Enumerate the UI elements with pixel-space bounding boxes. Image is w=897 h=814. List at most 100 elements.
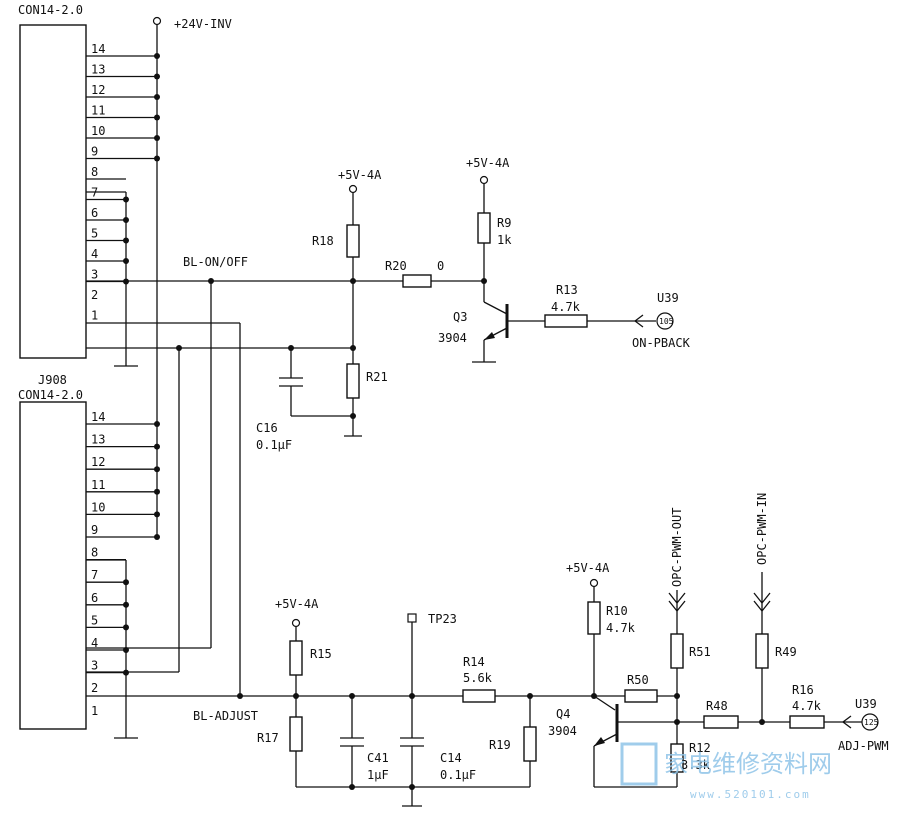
r14-body <box>462 689 496 703</box>
r13-value: 4.7k <box>551 300 581 314</box>
connector-bottom-pin-label: 1 <box>91 704 98 718</box>
r21-body <box>346 363 360 399</box>
connector-top-pin-label: 12 <box>91 83 105 97</box>
connector-top-pin-label: 6 <box>91 206 98 220</box>
r9-value: 1k <box>497 233 512 247</box>
q4-label: Q4 <box>556 707 570 721</box>
connector-bottom-pin-label: 10 <box>91 500 105 514</box>
connector-bottom-pin-label: 7 <box>91 568 98 582</box>
bl-adjust-net: BL-ADJUST <box>86 693 463 723</box>
q4-group: +5V-4A R10 4.7k Q4 3904 <box>548 561 677 788</box>
q3-value: 3904 <box>438 331 467 345</box>
r10-label: R10 <box>606 604 628 618</box>
connector-top-pin-label: 4 <box>91 247 98 261</box>
c41-value: 1μF <box>367 768 389 782</box>
r21-label: R21 <box>366 370 388 384</box>
connector-top-pin-label: 1 <box>91 309 98 323</box>
watermark: 家电维修资料网 www.520101.com <box>620 742 832 801</box>
r19-label: R19 <box>489 738 511 752</box>
u39-b-pin: 125 <box>864 718 879 727</box>
r50-group: R50 <box>594 673 680 703</box>
u39-a-pin: 105 <box>659 317 674 326</box>
q3-group: +5V-4A R9 1k Q3 3904 R13 4.7k 105 U39 ON… <box>438 156 691 363</box>
r48-group: R48 <box>677 699 790 729</box>
r16-body <box>789 715 825 729</box>
connector-bottom-pin-label: 9 <box>91 523 98 537</box>
gnd-bus-bottom <box>86 559 138 739</box>
c16-value: 0.1μF <box>256 438 292 452</box>
connector-bottom-pin-label: 5 <box>91 613 98 627</box>
r12-label: R12 <box>689 741 711 755</box>
u39-b-label: U39 <box>855 697 877 711</box>
connector-top-pin-label: 8 <box>91 165 98 179</box>
connector-top-pin-label: 10 <box>91 124 105 138</box>
connector-top-pin-label: 11 <box>91 104 105 118</box>
r10-value: 4.7k <box>606 621 636 635</box>
c14-group: TP23 C14 0.1μF <box>400 612 476 807</box>
r20-value: 0 <box>437 259 444 273</box>
r20-group: R20 0 <box>385 259 484 288</box>
pin-routing <box>86 322 355 696</box>
r13-body <box>544 314 588 328</box>
r49-opc-in-group: OPC-PWM-IN R49 <box>753 493 797 722</box>
v5-label-b: +5V-4A <box>466 156 510 170</box>
r10-body <box>587 601 601 635</box>
bl-onoff-label: BL-ON/OFF <box>183 255 248 269</box>
connector-top-name: CON14-2.0 <box>18 3 83 17</box>
r48-label: R48 <box>706 699 728 713</box>
r50-label: R50 <box>627 673 649 687</box>
c16-label: C16 <box>256 421 278 435</box>
r51-body <box>670 633 684 669</box>
watermark-text: 家电维修资料网 <box>664 750 832 778</box>
v24-label: +24V-INV <box>174 17 232 31</box>
r16-label: R16 <box>792 683 814 697</box>
r17-body <box>289 716 303 752</box>
gnd-bus-top <box>86 191 138 367</box>
connector-bottom-pin-label: 12 <box>91 455 105 469</box>
connector-bottom-pin-label: 13 <box>91 433 105 447</box>
opc-out-label: OPC-PWM-OUT <box>670 508 684 587</box>
c14-value: 0.1μF <box>440 768 476 782</box>
r19-body <box>523 726 537 762</box>
u39-a-label: U39 <box>657 291 679 305</box>
r51-label: R51 <box>689 645 711 659</box>
connector-top-body <box>19 24 87 359</box>
r19-group: R19 <box>489 696 537 787</box>
r51-opc-out-group: OPC-PWM-OUT R51 R12 3.3k <box>668 508 711 787</box>
r14-group: R14 5.6k <box>462 655 594 703</box>
r20-label: R20 <box>385 259 407 273</box>
r16-group: R16 4.7k 125 U39 ADJ-PWM <box>789 683 889 753</box>
connector-bottom-pin-label: 6 <box>91 591 98 605</box>
connector-bottom-body <box>19 401 87 730</box>
connector-bottom-pin-label: 4 <box>91 636 98 650</box>
r12-value: 3.3k <box>681 758 711 772</box>
r16-value: 4.7k <box>792 699 822 713</box>
bl-onoff-net: BL-ON/OFF <box>86 255 403 649</box>
connector-bottom-pin-label: 11 <box>91 478 105 492</box>
r9-body <box>477 212 491 244</box>
v5-label-a: +5V-4A <box>338 168 382 182</box>
tp23-label: TP23 <box>428 612 457 626</box>
watermark-logo <box>620 742 658 786</box>
r18-body <box>346 224 360 258</box>
connector-top-pin-label: 13 <box>91 63 105 77</box>
connector-bottom-pin-label: 14 <box>91 410 105 424</box>
connector-bottom-pin-label: 3 <box>91 659 98 673</box>
opc-in-label: OPC-PWM-IN <box>755 493 769 565</box>
q4-value: 3904 <box>548 724 577 738</box>
c41-group: C41 1μF <box>340 693 389 790</box>
q3-label: Q3 <box>453 310 467 324</box>
r14-label: R14 <box>463 655 485 669</box>
r18-group: +5V-4A R18 R21 <box>312 168 388 437</box>
watermark-url: www.520101.com <box>690 788 811 801</box>
c41-label: C41 <box>367 751 389 765</box>
bl-adjust-label: BL-ADJUST <box>193 709 258 723</box>
r20-body <box>402 274 432 288</box>
r49-body <box>755 633 769 669</box>
r15-label: R15 <box>310 647 332 661</box>
r17-label: R17 <box>257 731 279 745</box>
connector-top-pin-label: 14 <box>91 42 105 56</box>
